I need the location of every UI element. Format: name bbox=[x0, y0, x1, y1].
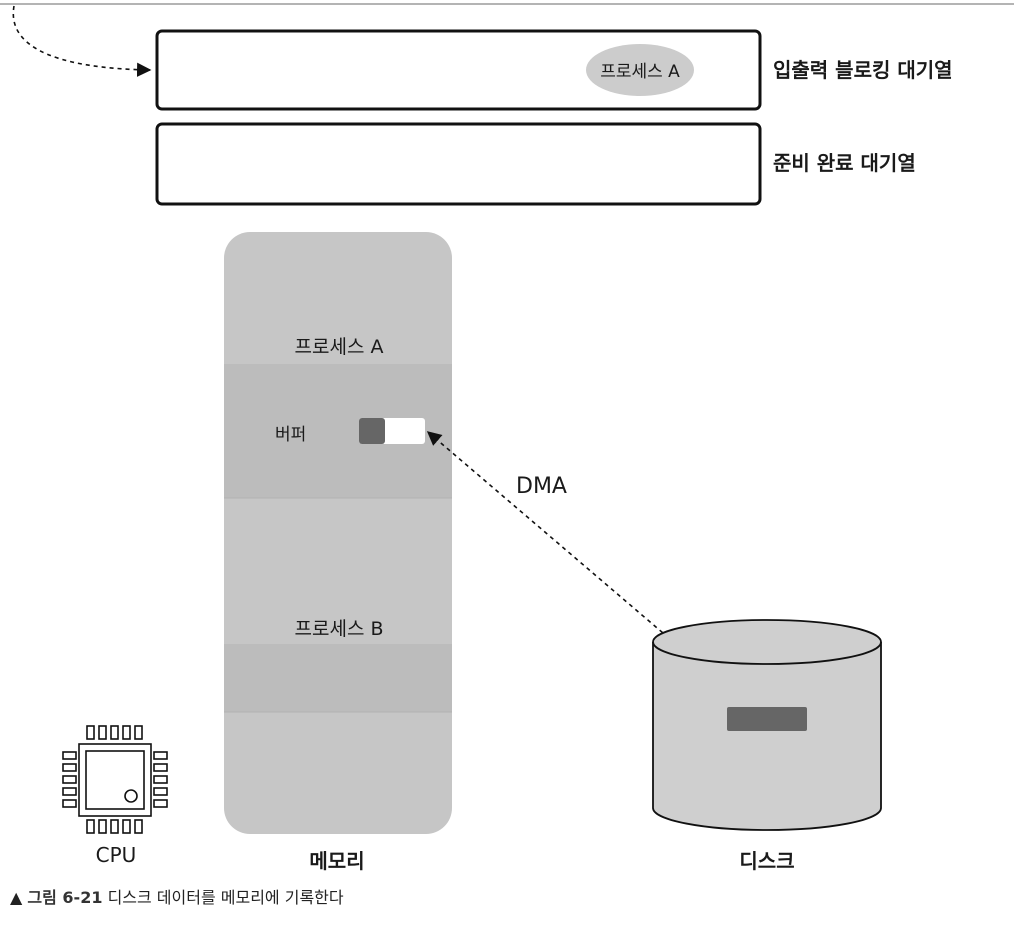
cpu-label: CPU bbox=[96, 843, 137, 867]
disk-body bbox=[652, 642, 882, 831]
cpu-pin bbox=[134, 819, 143, 834]
cpu-pin bbox=[153, 751, 168, 760]
cpu-pin bbox=[62, 799, 77, 808]
cpu-chip-icon bbox=[62, 725, 168, 834]
cpu-chip-core bbox=[85, 750, 145, 810]
cpu-pin bbox=[153, 787, 168, 796]
cpu-chip-dot bbox=[124, 789, 138, 803]
io-blocking-queue-label: 입출력 블로킹 대기열 bbox=[773, 58, 953, 82]
disk-top bbox=[652, 619, 882, 665]
figure-caption: ▲ 그림 6-21 디스크 데이터를 메모리에 기록한다 bbox=[10, 884, 344, 908]
cpu-pin bbox=[153, 799, 168, 808]
cpu-pin bbox=[62, 751, 77, 760]
cpu-pin bbox=[110, 819, 119, 834]
cpu-pin bbox=[110, 725, 119, 740]
cpu-pin bbox=[122, 819, 131, 834]
caption-marker: ▲ bbox=[10, 888, 23, 907]
queue-process-a-badge bbox=[586, 44, 694, 96]
memory-band-process-b bbox=[224, 644, 452, 712]
cpu-pin bbox=[98, 725, 107, 740]
memory-buffer-label: 버퍼 bbox=[275, 425, 306, 445]
memory-label: 메모리 bbox=[309, 849, 364, 873]
io-blocking-queue: 프로세스 A 입출력 블로킹 대기열 bbox=[155, 29, 953, 111]
memory-process-a-label: 프로세스 A bbox=[295, 336, 384, 358]
caption-text: 디스크 데이터를 메모리에 기록한다 bbox=[107, 888, 344, 907]
cpu-pin bbox=[153, 775, 168, 784]
cpu-pin bbox=[62, 763, 77, 772]
disk-icon bbox=[652, 619, 882, 831]
cpu-pin bbox=[86, 725, 95, 740]
cpu-pin bbox=[134, 725, 143, 740]
ready-queue-label: 준비 완료 대기열 bbox=[773, 151, 916, 175]
queue-process-a-label: 프로세스 A bbox=[600, 62, 680, 82]
disk-label: 디스크 bbox=[739, 849, 794, 873]
memory-process-b-label: 프로세스 B bbox=[295, 618, 384, 640]
cpu-pin bbox=[62, 787, 77, 796]
memory-block: 프로세스 A 버퍼 프로세스 B bbox=[224, 232, 452, 834]
cpu-pin bbox=[86, 819, 95, 834]
caption-figure-number: 그림 6-21 bbox=[27, 888, 103, 907]
buffer-data-block bbox=[359, 418, 385, 444]
cpu-pin bbox=[98, 819, 107, 834]
cpu-pin bbox=[122, 725, 131, 740]
cpu-pin bbox=[153, 763, 168, 772]
transition-arrow bbox=[12, 5, 152, 77]
memory-body bbox=[224, 232, 452, 834]
disk-data-block bbox=[727, 707, 807, 731]
ready-queue-box bbox=[155, 122, 762, 206]
cpu-pin bbox=[62, 775, 77, 784]
cpu-chip-body bbox=[78, 743, 152, 817]
ready-queue: 준비 완료 대기열 bbox=[155, 122, 916, 206]
dma-label: DMA bbox=[516, 474, 567, 499]
